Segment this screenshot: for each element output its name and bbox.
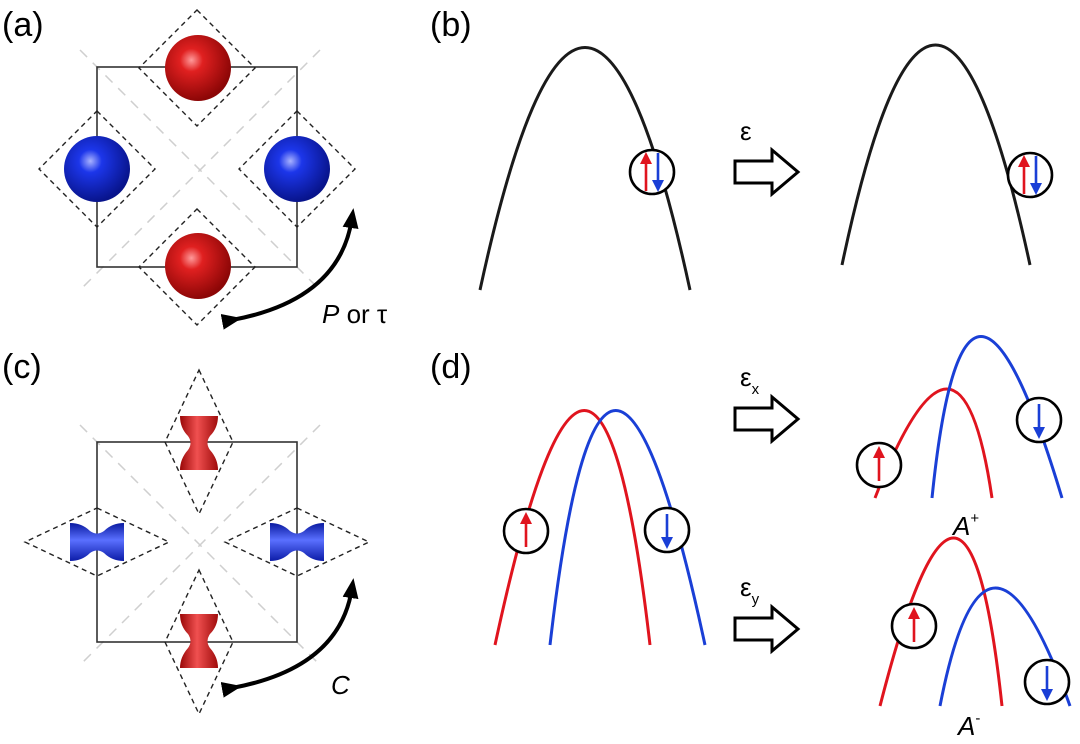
- band-dy-spin-down: [938, 586, 1072, 707]
- orbital-red-top: [180, 416, 218, 470]
- rotation-arrow-a: [220, 208, 359, 330]
- strain-label-dx: εx: [740, 362, 760, 398]
- spin-down-marker-d-left: [643, 506, 691, 554]
- panel-c: (c) C: [2, 348, 371, 716]
- atom-red-top: [165, 35, 231, 101]
- spin-pair-b-left: [628, 148, 676, 196]
- spin-up-marker-dx: [855, 441, 903, 489]
- spin-up-marker-d-left: [502, 507, 550, 555]
- result-label-a-plus: A+: [951, 510, 979, 541]
- panel-a: (a) P or τ: [2, 6, 388, 330]
- strain-label-dy: εy: [740, 572, 760, 608]
- operation-label-a: P or τ: [322, 299, 388, 329]
- operation-label-c: C: [331, 670, 350, 700]
- band-b-right: [840, 43, 1032, 266]
- atom-blue-right: [264, 136, 330, 202]
- panel-b-label: (b): [430, 6, 472, 44]
- symmetry-guides-a: [79, 49, 321, 291]
- strain-label-b: ε: [740, 116, 752, 146]
- orbital-blue-left: [70, 523, 124, 561]
- spin-down-marker-dx: [1015, 396, 1063, 444]
- symmetry-guides-c: [79, 424, 321, 666]
- atom-red-bottom: [165, 233, 231, 299]
- spin-down-marker-dy: [1023, 658, 1071, 706]
- panel-b: (b) ε: [430, 6, 1054, 291]
- band-dx-spin-up: [873, 387, 994, 499]
- atom-blue-left: [64, 136, 130, 202]
- panel-d: (d) εx εy A+: [430, 335, 1072, 741]
- rotation-arrow-c: [220, 578, 359, 698]
- strain-arrow-dx: [733, 393, 801, 445]
- result-label-a-minus: A-: [956, 710, 980, 741]
- orbital-blue-right: [270, 523, 324, 561]
- spin-pair-b-right: [1006, 151, 1054, 199]
- strain-arrow-b: [733, 146, 801, 198]
- panel-a-label: (a): [2, 6, 44, 44]
- diamonds-c: [23, 368, 371, 716]
- panel-d-label: (d): [430, 348, 472, 386]
- orbital-red-bottom: [180, 614, 218, 668]
- spin-up-marker-dy: [890, 602, 938, 650]
- strain-arrow-dy: [733, 603, 801, 655]
- panel-c-label: (c): [2, 348, 42, 386]
